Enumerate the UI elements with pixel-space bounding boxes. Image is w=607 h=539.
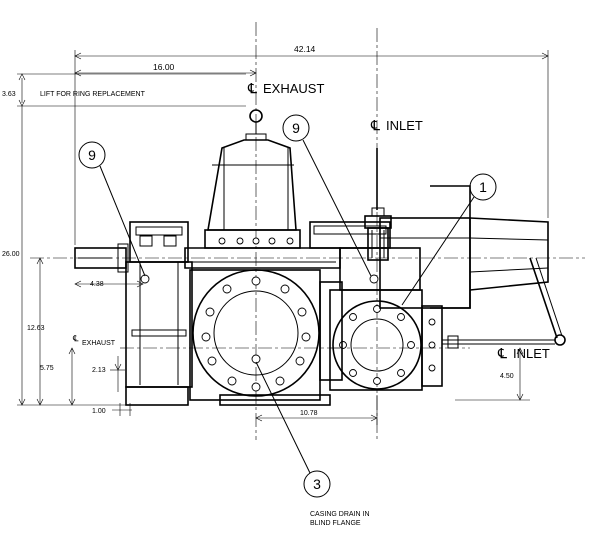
inlet-top-text: INLET — [386, 118, 423, 133]
dim-overall-length: 42.14 — [74, 44, 549, 245]
inlet-right-text: INLET — [513, 346, 550, 361]
dim-450-text: 4.50 — [500, 373, 514, 380]
dim-438-text: 4.38 — [90, 281, 104, 288]
label-inlet-top: ℄ INLET — [370, 117, 423, 133]
exhaust-flange — [189, 269, 331, 406]
drain-note-line2: BLIND FLANGE — [310, 520, 361, 527]
dim-100-text: 1.00 — [92, 408, 106, 415]
trip-valve-stem — [364, 148, 392, 284]
lift-note-text: LIFT FOR RING REPLACEMENT — [40, 91, 146, 98]
dim-foot-height: 2.13 — [92, 356, 125, 392]
exhaust-left-text: EXHAUST — [82, 340, 116, 347]
dim-exhaust-height: 12.63 — [27, 257, 45, 406]
balloon-9-left-text: 9 — [88, 147, 96, 163]
left-bearing-housing — [125, 221, 193, 406]
balloon-9-top-text: 9 — [292, 120, 300, 136]
balloon-1-text: 1 — [479, 179, 487, 195]
balloon-3: 3 CASING DRAIN IN BLIND FLANGE — [255, 361, 370, 527]
dim-lift: 3.63 LIFT FOR RING REPLACEMENT — [2, 73, 246, 107]
drain-note-line1: CASING DRAIN IN — [310, 511, 370, 518]
dim-to-exhaust: 16.00 — [74, 62, 257, 77]
label-exhaust-top: ℄ EXHAUST — [247, 80, 324, 96]
cl-symbol-exhaust-left: ℄ — [72, 333, 79, 343]
dim-1263-text: 12.63 — [27, 325, 45, 332]
dim-363-text: 3.63 — [2, 91, 16, 98]
balloon-9-top: 9 — [282, 114, 372, 277]
balloon-9-left: 9 — [78, 141, 146, 277]
dim-overall-height: 26.00 — [2, 106, 130, 406]
dim-42-text: 42.14 — [294, 44, 316, 54]
dim-575-text: 5.75 — [40, 365, 54, 372]
cl-symbol-inlet-top: ℄ — [370, 117, 380, 133]
dim-1078-text: 10.78 — [300, 410, 318, 417]
balloon-1: 1 — [401, 173, 497, 306]
dim-inlet-right: 4.50 — [455, 347, 530, 401]
shaft-extension — [74, 243, 129, 273]
dim-shaft-foot: 4.38 — [74, 280, 144, 288]
dim-213-text: 2.13 — [92, 367, 106, 374]
exhaust-top-text: EXHAUST — [263, 81, 324, 96]
dim-26-text: 26.00 — [2, 251, 20, 258]
governor-housing — [309, 185, 549, 309]
cl-symbol-inlet-right: ℄ — [497, 345, 507, 361]
label-exhaust-left: ℄ EXHAUST — [72, 333, 116, 347]
steam-chest-housing — [204, 139, 301, 249]
governor-linkage — [442, 257, 566, 349]
label-inlet-right: ℄ INLET — [497, 345, 550, 361]
cl-symbol-exhaust-top: ℄ — [247, 80, 257, 96]
balloon-3-text: 3 — [313, 476, 321, 492]
dim-16-text: 16.00 — [153, 62, 175, 72]
dim-exhaust-inlet: 10.78 — [255, 395, 378, 425]
dim-inlet-height: 5.75 — [40, 347, 76, 406]
inlet-flange — [319, 281, 443, 391]
